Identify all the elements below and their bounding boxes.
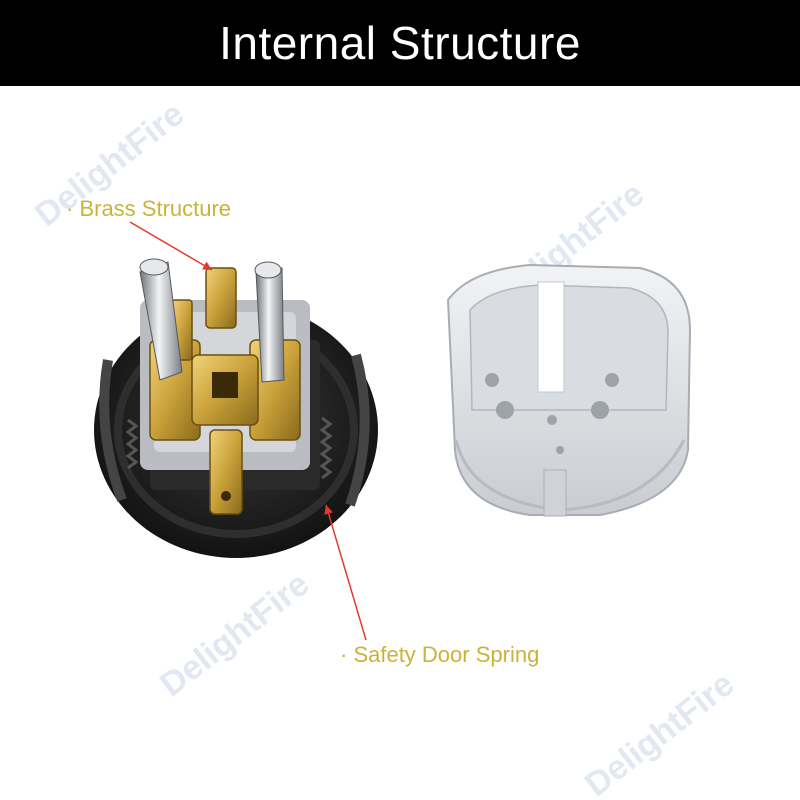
safety-door-spring-left bbox=[125, 418, 139, 470]
brass-terminal-hole bbox=[221, 491, 231, 501]
brass-structure-label: · Brass Structure bbox=[66, 196, 232, 221]
spring-callout-arrow bbox=[324, 504, 367, 641]
brass-center-socket bbox=[212, 372, 238, 398]
metal-pin-left bbox=[139, 258, 183, 381]
safety-door-spring-right bbox=[319, 416, 333, 480]
brass-callout-arrow bbox=[129, 221, 213, 271]
plug-cover bbox=[446, 263, 692, 517]
title-bar: Internal Structure bbox=[0, 0, 800, 86]
metal-pin-right bbox=[254, 261, 285, 383]
page-title: Internal Structure bbox=[219, 17, 581, 69]
safety-door-spring-label: · Safety Door Spring bbox=[340, 642, 540, 667]
